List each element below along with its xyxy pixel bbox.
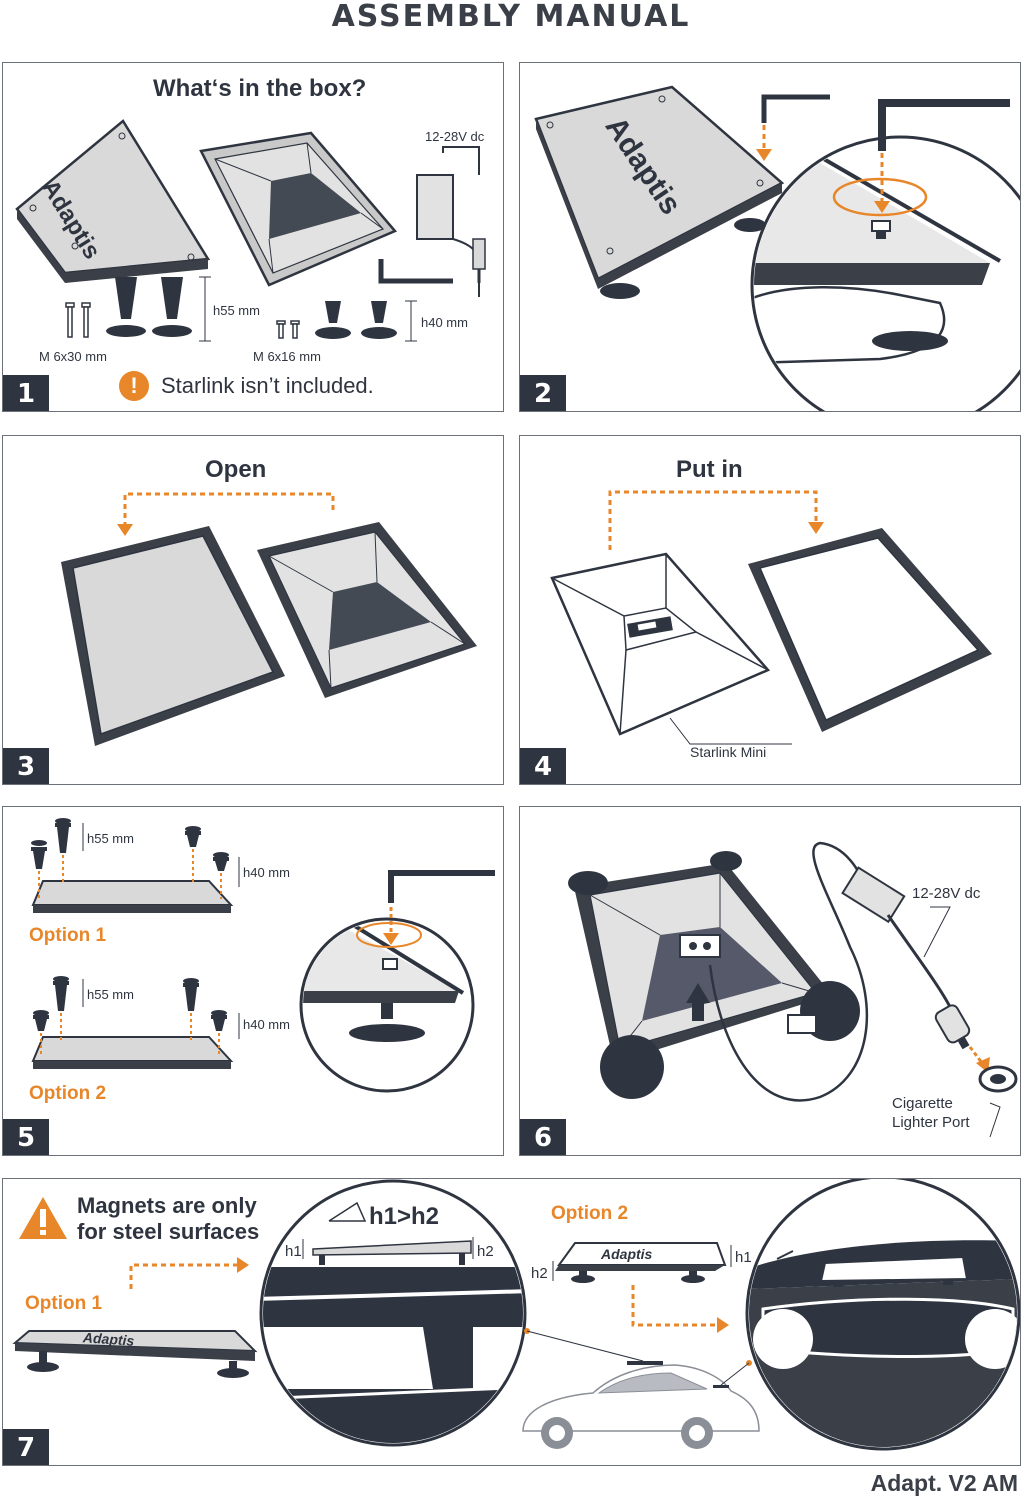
zoom-h1-label: h1 [285, 1243, 302, 1260]
feet-options-illustration [31, 818, 495, 1093]
step-1-heading: What‘s in the box? [153, 75, 367, 102]
warning-triangle-icon [19, 1197, 67, 1239]
power-connection-illustration [568, 841, 1018, 1138]
option-1-label: Option 1 [25, 1293, 103, 1314]
option-2-h2-label: h2 [531, 1265, 548, 1282]
power-voltage-label: 12-28V dc [425, 129, 485, 144]
document-code: Adapt. V2 AM [870, 1470, 1018, 1496]
step-1-number: 1 [3, 375, 49, 411]
step-4-heading: Put in [676, 456, 743, 483]
option-2-plate-brand: Adaptis [600, 1246, 653, 1262]
option-2-label: Option 2 [29, 1083, 107, 1104]
zoom-h2-label: h2 [477, 1243, 494, 1260]
warning-line-1: Magnets are only [77, 1193, 257, 1218]
short-feet-height-label: h40 mm [421, 315, 468, 330]
long-screws-graphic [65, 302, 91, 338]
warning-circle-icon: ! [119, 371, 149, 401]
option-1-plate-brand: Adaptis [81, 1329, 135, 1349]
car-mounting-illustration: Adaptis Adaptis [12, 1179, 1020, 1451]
warning-line-2: for steel surfaces [77, 1219, 260, 1244]
car-graphic [522, 1361, 760, 1449]
short-screw-size-label: M 6x16 mm [253, 349, 321, 364]
step-4-number: 4 [520, 748, 566, 784]
starlink-not-included-notice: Starlink isn’t included. [161, 373, 374, 398]
option-2-label: Option 2 [551, 1203, 629, 1224]
power-adapter-graphic [416, 146, 486, 297]
tall-magnet-feet-graphic [106, 277, 192, 337]
step-3-number: 3 [3, 748, 49, 784]
insert-starlink-illustration [550, 490, 992, 745]
step-2-panel: Adaptis 2 [519, 62, 1021, 412]
option-1-short-height-label: h40 mm [243, 865, 290, 880]
plate-mounting-illustration [534, 85, 1020, 411]
step-5-number: 5 [3, 1119, 49, 1155]
page-title: ASSEMBLY MANUAL [331, 0, 691, 34]
cigarette-port-label-line-2: Lighter Port [892, 1114, 970, 1131]
step-7-panel: Adaptis Adaptis [2, 1178, 1021, 1466]
starlink-mini-label: Starlink Mini [690, 744, 767, 760]
tray-graphic [199, 131, 398, 287]
long-screw-size-label: M 6x30 mm [39, 349, 107, 364]
option-1-label: Option 1 [29, 925, 107, 946]
step-6-number: 6 [520, 1119, 566, 1155]
short-magnet-feet-graphic [315, 301, 397, 339]
step-4-panel: Put in Starlink Mini 4 [519, 435, 1021, 785]
base-plate-graphic [15, 119, 211, 283]
step-2-number: 2 [520, 375, 566, 411]
cigarette-port-label-line-1: Cigarette [892, 1095, 953, 1112]
angle-rule-label: h1>h2 [369, 1203, 440, 1230]
option-2-short-height-label: h40 mm [243, 1017, 290, 1032]
step-5-panel: h55 mm h40 mm Option 1 h55 mm h40 mm Opt… [2, 806, 504, 1156]
long-feet-height-label: h55 mm [213, 303, 260, 318]
option-2-long-height-label: h55 mm [87, 987, 134, 1002]
step-3-heading: Open [205, 456, 267, 483]
hex-key-graphic [378, 259, 453, 284]
option-2-h1-label: h1 [735, 1249, 752, 1266]
box-contents-illustration [15, 119, 486, 342]
short-screws-graphic [276, 320, 300, 339]
step-6-panel: 12-28V dc Cigarette Lighter Port 6 [519, 806, 1021, 1156]
option-1-long-height-label: h55 mm [87, 831, 134, 846]
open-case-illustration [61, 492, 477, 746]
step-7-number: 7 [3, 1429, 49, 1465]
power-voltage-label: 12-28V dc [912, 885, 981, 902]
step-1-panel: What‘s in the box? Adaptis 12-28V dc h55… [2, 62, 504, 412]
step-3-panel: Open 3 [2, 435, 504, 785]
